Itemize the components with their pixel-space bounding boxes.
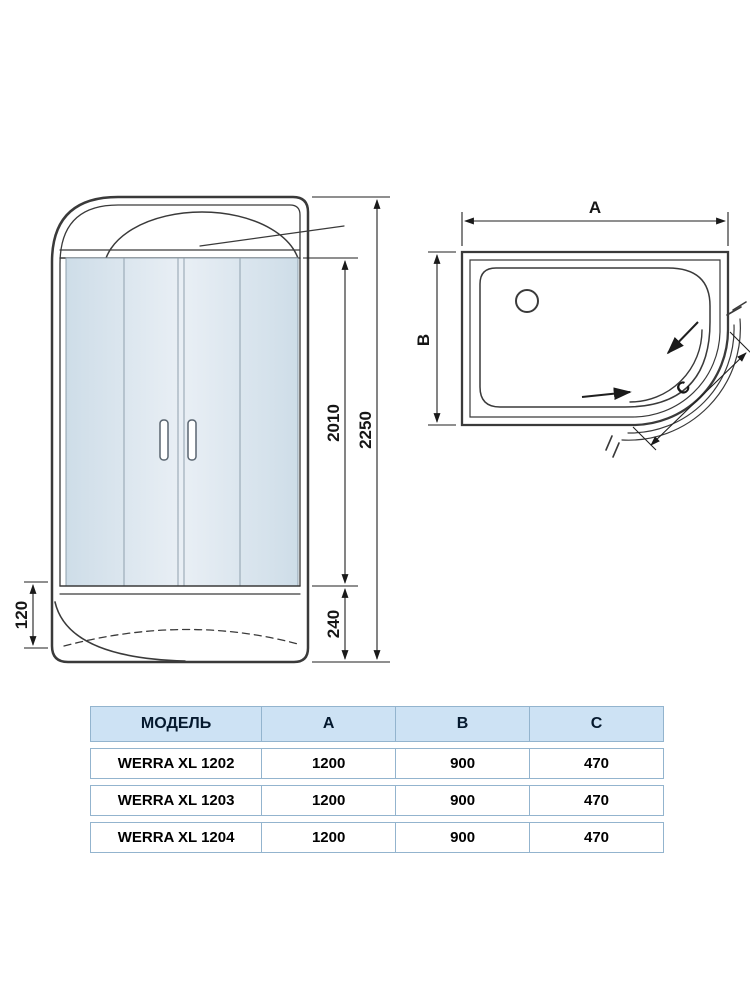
door-handle-right <box>187 419 197 461</box>
spec-table: МОДЕЛЬ A B C WERRA XL 1202 1200 900 470 … <box>90 700 664 859</box>
tray-front-edge <box>54 601 186 662</box>
track-end-tick-2 <box>732 301 747 311</box>
table-row: WERRA XL 1204 1200 900 470 <box>90 822 664 853</box>
table-row: WERRA XL 1202 1200 900 470 <box>90 748 664 779</box>
dim-label-total-height: 2250 <box>356 411 375 449</box>
table-header-row: МОДЕЛЬ A B C <box>90 706 664 742</box>
technical-drawing: 2010 240 2250 120 <box>12 195 750 664</box>
top-view <box>460 250 747 458</box>
roof-leader-line <box>199 225 345 247</box>
cell-c: 470 <box>530 785 664 816</box>
cabin-outline <box>50 195 310 664</box>
ext-line-c-upper <box>729 331 750 353</box>
cell-a: 1200 <box>262 748 397 779</box>
dim-label-door-height: 2010 <box>324 404 343 442</box>
roof-dome <box>105 211 299 258</box>
glass-area <box>65 257 299 587</box>
cell-b: 900 <box>396 748 531 779</box>
tray-inner-edge-dashed <box>63 628 299 647</box>
glass-panels <box>65 257 299 587</box>
track-end-tick-1 <box>726 306 742 316</box>
table-header-b: B <box>396 706 531 742</box>
cell-b: 900 <box>396 822 531 853</box>
top-dimensions <box>428 212 750 451</box>
cell-b: 900 <box>396 785 531 816</box>
door-direction-arrows <box>581 321 699 400</box>
front-dimensions <box>24 196 390 663</box>
cell-a: 1200 <box>262 822 397 853</box>
dim-label-b: B <box>414 334 433 346</box>
dim-label-base-right: 240 <box>324 610 343 638</box>
table-header-a: A <box>262 706 397 742</box>
table-row: WERRA XL 1203 1200 900 470 <box>90 785 664 816</box>
table-header-c: C <box>530 706 664 742</box>
cabin-inner-frame <box>59 204 301 587</box>
slide-arrow-right <box>581 387 632 400</box>
drain-circle <box>515 289 539 313</box>
cell-model: WERRA XL 1203 <box>90 785 263 816</box>
tray-outline-top <box>479 267 711 408</box>
cell-model: WERRA XL 1204 <box>90 822 263 853</box>
ext-line-c-lower <box>632 426 657 451</box>
cell-c: 470 <box>530 822 664 853</box>
track-end-tick-3 <box>605 435 613 451</box>
cell-model: WERRA XL 1202 <box>90 748 263 779</box>
slide-arrow-down-left <box>666 321 699 355</box>
table-header-model: МОДЕЛЬ <box>90 706 263 742</box>
door-handle-left <box>159 419 169 461</box>
front-view <box>50 195 345 664</box>
dim-label-base-left: 120 <box>12 601 31 629</box>
topview-outline <box>460 250 730 427</box>
cell-a: 1200 <box>262 785 397 816</box>
cell-c: 470 <box>530 748 664 779</box>
dim-line-c <box>650 352 747 446</box>
track-end-tick-4 <box>612 442 620 458</box>
dim-label-a: A <box>589 198 601 217</box>
